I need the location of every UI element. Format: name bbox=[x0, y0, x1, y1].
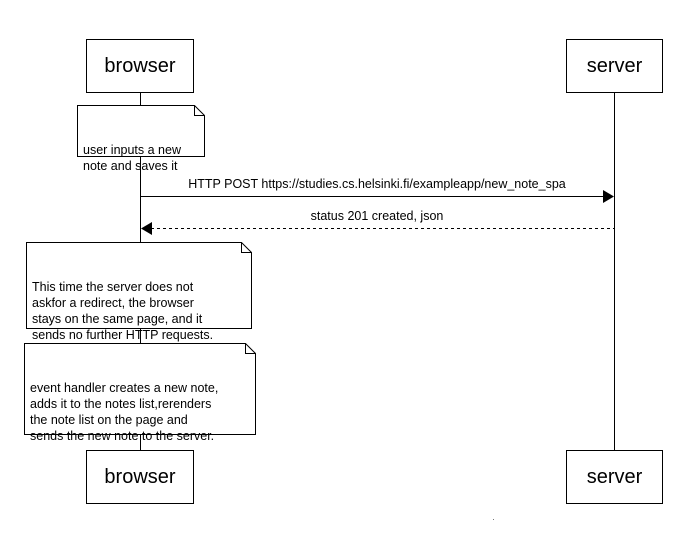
server-actor-top: server bbox=[566, 39, 663, 93]
note-event-handler-text: event handler creates a new note, adds i… bbox=[30, 381, 219, 443]
note-frame bbox=[26, 242, 252, 329]
browser-actor-top: browser bbox=[86, 39, 194, 93]
message-http-post-label: HTTP POST https://studies.cs.helsinki.fi… bbox=[188, 177, 566, 191]
browser-actor-bottom: browser bbox=[86, 450, 194, 504]
note-no-redirect: This time the server does not askfor a r… bbox=[26, 242, 252, 342]
message-http-post-arrowhead bbox=[603, 190, 614, 203]
note-user-input-text: user inputs a new note and saves it bbox=[83, 143, 181, 173]
stray-dot bbox=[493, 519, 494, 520]
note-user-input: user inputs a new note and saves it bbox=[77, 105, 205, 173]
server-actor-bottom: server bbox=[566, 450, 663, 504]
note-event-handler: event handler creates a new note, adds i… bbox=[24, 343, 256, 443]
note-no-redirect-text: This time the server does not askfor a r… bbox=[32, 280, 214, 342]
server-lifeline bbox=[614, 92, 615, 450]
message-status-201-label: status 201 created, json bbox=[310, 209, 444, 223]
note-frame bbox=[24, 343, 256, 435]
message-status-201-arrowhead bbox=[141, 222, 152, 235]
note-frame bbox=[77, 105, 205, 157]
